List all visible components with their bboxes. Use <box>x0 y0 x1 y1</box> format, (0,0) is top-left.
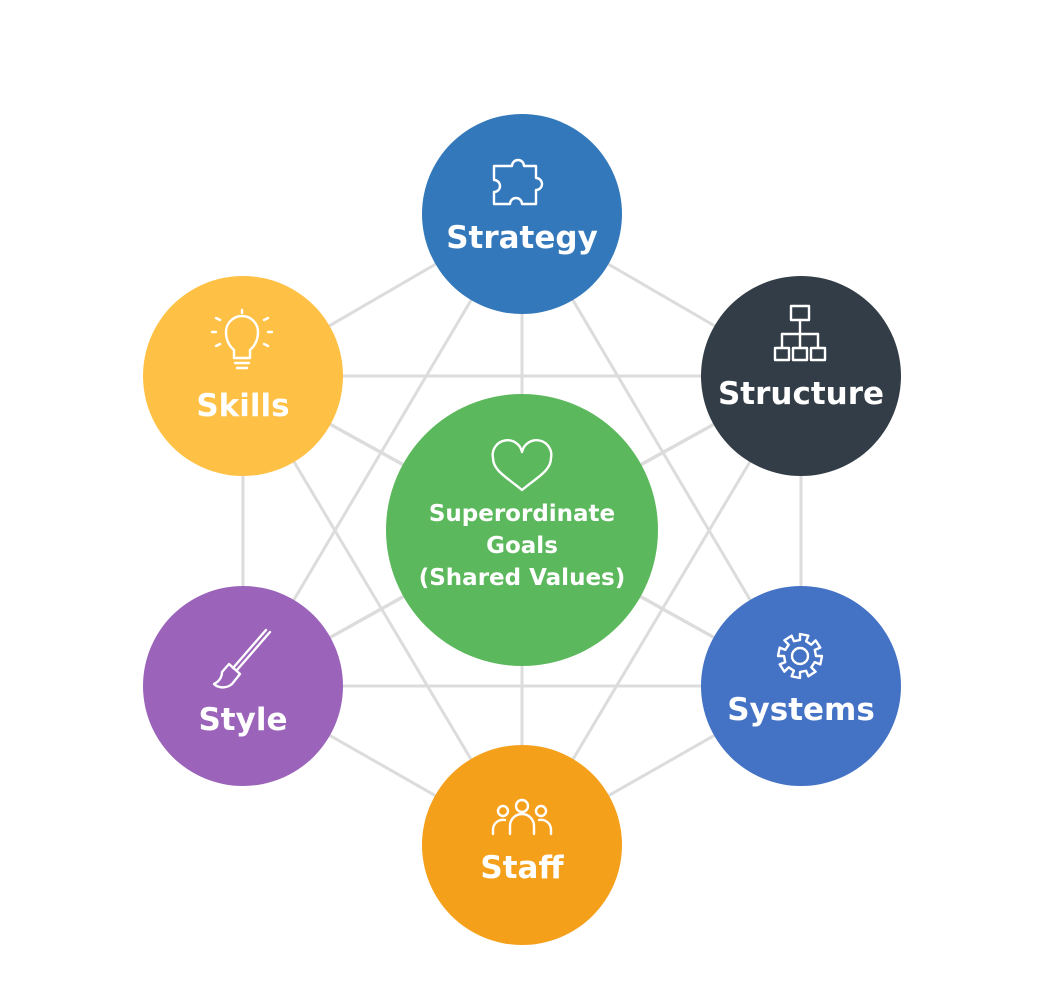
node-structure: Structure <box>701 276 901 476</box>
lightbulb-icon <box>210 308 274 370</box>
node-skills: Skills <box>143 276 343 476</box>
center-circle <box>386 394 658 666</box>
puzzle-icon <box>492 158 544 206</box>
skills-label: Skills <box>196 388 289 424</box>
staff-circle <box>422 745 622 945</box>
paintbrush-icon <box>212 628 272 689</box>
node-systems: Systems <box>701 586 901 786</box>
node-style: Style <box>143 586 343 786</box>
structure-circle <box>701 276 901 476</box>
style-circle <box>143 586 343 786</box>
systems-label: Systems <box>727 692 875 728</box>
staff-label: Staff <box>480 850 564 886</box>
heart-icon <box>491 439 553 492</box>
systems-circle <box>701 586 901 786</box>
center-label-line-2: Goals <box>486 533 558 559</box>
node-center: Superordinate Goals (Shared Values) <box>386 394 658 666</box>
node-staff: Staff <box>422 745 622 945</box>
structure-label: Structure <box>718 376 884 412</box>
node-strategy: Strategy <box>422 114 622 314</box>
strategy-circle <box>422 114 622 314</box>
strategy-label: Strategy <box>446 220 598 256</box>
style-label: Style <box>198 702 287 738</box>
skills-circle <box>143 276 343 476</box>
center-label-line-1: Superordinate <box>429 501 615 527</box>
people-icon <box>491 798 553 836</box>
org-chart-icon <box>773 304 827 362</box>
gear-icon <box>776 632 824 680</box>
center-label-line-3: (Shared Values) <box>419 565 626 591</box>
